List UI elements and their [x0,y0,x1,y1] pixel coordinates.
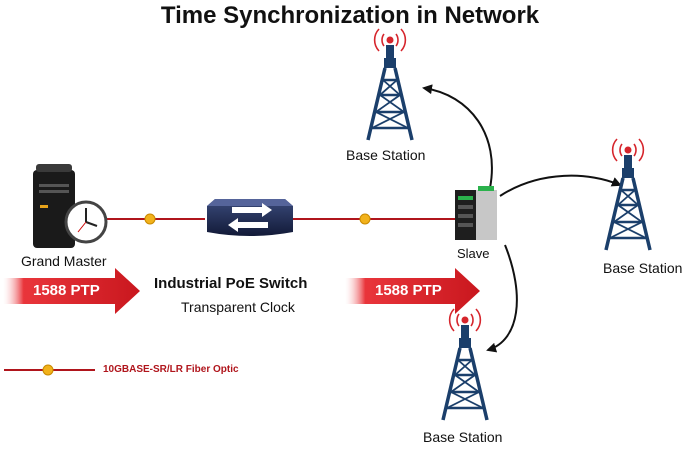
slave-label: Slave [457,246,490,261]
link-arrow-top [422,84,493,189]
legend-label: 10GBASE-SR/LR Fiber Optic [103,364,239,375]
switch-title-label: Industrial PoE Switch [154,275,308,292]
ptp-arrow-left [3,268,140,314]
base-station-tower-icon-right [604,138,652,251]
legend-connector-icon [42,364,54,376]
grand-master-label: Grand Master [21,253,107,269]
slave-device-icon [455,186,497,240]
base-station-bottom-label: Base Station [423,429,503,445]
switch-subtitle-label: Transparent Clock [181,299,295,315]
industrial-switch-icon [207,199,293,236]
base-station-tower-icon-bottom [441,308,489,421]
fiber-connector-icon [144,213,371,225]
grand-master-icon [33,164,108,248]
ptp-label-left: 1588 PTP [33,282,100,299]
base-station-top-label: Base Station [346,147,426,163]
ptp-arrow-right [345,268,480,314]
base-station-right-label: Base Station [603,260,683,276]
base-station-tower-icon-top [366,28,414,141]
page-title: Time Synchronization in Network [160,2,540,29]
ptp-label-right: 1588 PTP [375,282,442,299]
link-arrow-right [499,174,622,197]
link-arrow-bottom [486,244,518,353]
